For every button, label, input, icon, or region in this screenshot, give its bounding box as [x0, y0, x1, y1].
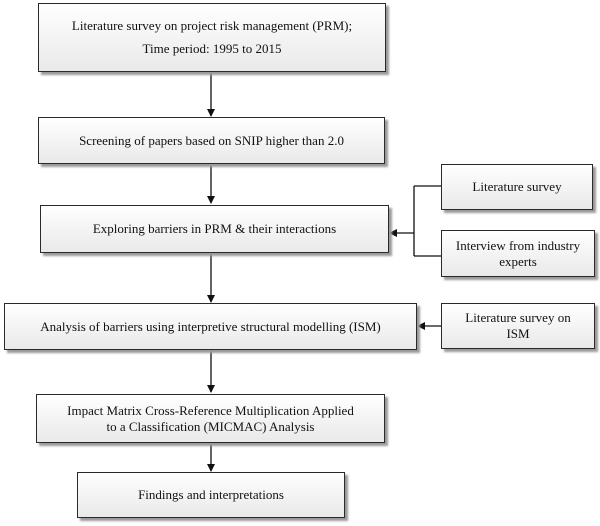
input-industry-experts-interview: Interview from industry experts	[441, 230, 595, 277]
step-screening-papers: Screening of papers based on SNIP higher…	[38, 117, 385, 164]
input-3-line-1: Literature survey on	[465, 310, 571, 325]
step-micmac-analysis: Impact Matrix Cross-Reference Multiplica…	[36, 394, 385, 443]
input-3-line-2: ISM	[506, 326, 530, 341]
step-exploring-barriers: Exploring barriers in PRM & their intera…	[40, 205, 389, 253]
input-1-line-1: Literature survey	[472, 179, 562, 194]
step-2-line-1: Screening of papers based on SNIP higher…	[79, 132, 344, 148]
input-2-line-2: experts	[499, 253, 537, 269]
step-6-line-1: Findings and interpretations	[138, 487, 284, 502]
step-1-line-2: Time period: 1995 to 2015	[142, 41, 282, 56]
step-literature-survey-prm: Literature survey on project risk manage…	[38, 3, 386, 72]
input-literature-survey-ism: Literature survey on ISM	[441, 303, 595, 349]
step-5-line-2: to a Classification (MICMAC) Analysis	[106, 418, 315, 434]
input-2-line-1: Interview from industry	[455, 237, 581, 253]
step-5-line-1: Impact Matrix Cross-Reference Multiplica…	[67, 402, 354, 418]
step-findings: Findings and interpretations	[77, 472, 345, 518]
step-4-line-1: Analysis of barriers using interpretive …	[40, 318, 381, 334]
step-1-line-1: Literature survey on project risk manage…	[71, 18, 353, 33]
step-3-line-1: Exploring barriers in PRM & their intera…	[92, 221, 337, 236]
step-ism-analysis: Analysis of barriers using interpretive …	[4, 303, 417, 350]
input-literature-survey: Literature survey	[441, 164, 593, 210]
